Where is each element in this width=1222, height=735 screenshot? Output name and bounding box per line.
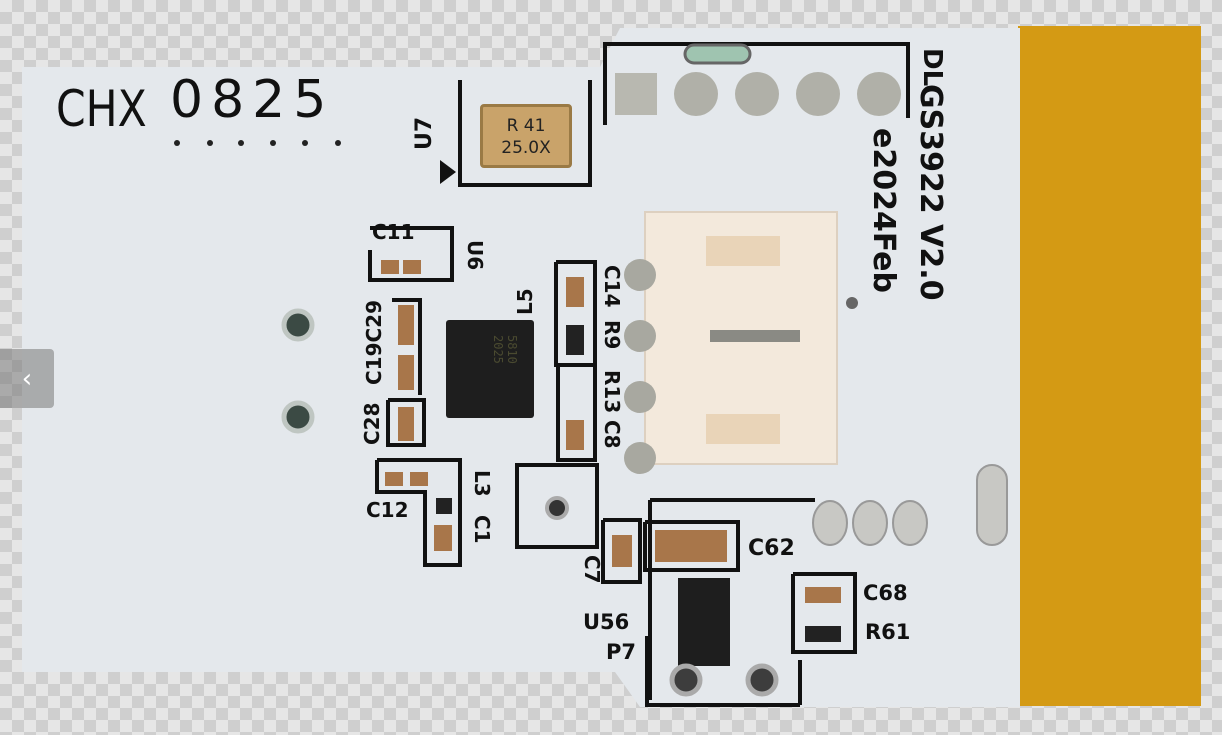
label-r9: R9 (600, 320, 624, 350)
gold-contact-strip (1018, 26, 1201, 706)
label-c11: C11 (372, 220, 415, 244)
previous-image-button[interactable]: ‹ (0, 349, 54, 408)
chevron-left-icon: ‹ (21, 363, 33, 394)
model-label: GS3922 V2.0 (913, 84, 948, 301)
crystal-oscillator: R 41 25.0X (480, 104, 572, 168)
label-l5: L5 (513, 288, 537, 315)
date-label: e2024Feb (866, 128, 901, 293)
label-c62: C62 (748, 536, 795, 561)
label-c8: C8 (600, 420, 624, 449)
label-c12: C12 (366, 498, 409, 522)
label-c19c29: C19C29 (362, 299, 386, 385)
round-pads (674, 72, 901, 116)
label-c7: C7 (580, 555, 604, 584)
serial-number: 0825 (170, 70, 335, 130)
label-u6: U6 (463, 240, 487, 271)
label-u7: U7 (412, 116, 437, 150)
label-l3: L3 (470, 470, 494, 497)
qfn-chip: 5810 2025 (446, 320, 534, 418)
corner-mark: DL (917, 48, 947, 87)
label-c14: C14 (600, 265, 624, 308)
crystal-marking-line1: R 41 (506, 116, 546, 136)
label-p7: P7 (606, 640, 637, 664)
square-pad (615, 73, 657, 115)
crystal-marking-line2: 25.0X (501, 138, 551, 158)
label-r61: R61 (865, 620, 911, 644)
label-c1: C1 (470, 515, 494, 544)
label-c68: C68 (863, 581, 908, 605)
label-c28: C28 (360, 402, 384, 445)
chip-marking: 5810 2025 (491, 335, 519, 364)
label-r13: R13 (600, 370, 624, 414)
sot-transistor (678, 578, 730, 666)
label-u56: U56 (583, 610, 630, 634)
batch-code: CHX (56, 80, 147, 138)
